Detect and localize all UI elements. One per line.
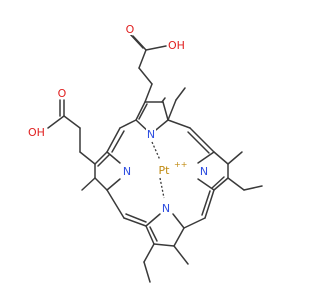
platinum-label: Pt bbox=[159, 164, 171, 177]
coordination-bonds bbox=[151, 141, 165, 199]
platinum-charge-label: ++ bbox=[174, 160, 187, 169]
nitrogen-right-label: N bbox=[200, 165, 208, 178]
nitrogen-left-label: N bbox=[123, 165, 131, 178]
acid-top-hydroxyl-label: OH bbox=[168, 39, 185, 52]
pyrrole-left bbox=[94, 151, 121, 191]
pyrrole-bottom bbox=[145, 213, 185, 247]
acid-left-carbonyl-oxygen-label: O bbox=[58, 87, 67, 100]
meso-bridges bbox=[106, 119, 215, 229]
acid-top-carbonyl-oxygen-label: O bbox=[126, 23, 135, 36]
atom-labels: N N N N Pt ++ O OH O OH bbox=[28, 22, 209, 215]
pyrrole-right bbox=[197, 151, 229, 191]
bottom-substituents bbox=[143, 243, 189, 283]
right-substituents bbox=[227, 151, 263, 191]
top-substituents bbox=[129, 33, 186, 121]
nitrogen-bottom-label: N bbox=[162, 202, 170, 215]
left-substituents bbox=[47, 99, 96, 191]
nitrogen-top-label: N bbox=[147, 128, 155, 141]
molecule-diagram: N N N N Pt ++ O OH O OH bbox=[28, 22, 263, 283]
acid-left-hydroxyl-label: OH bbox=[28, 126, 45, 139]
